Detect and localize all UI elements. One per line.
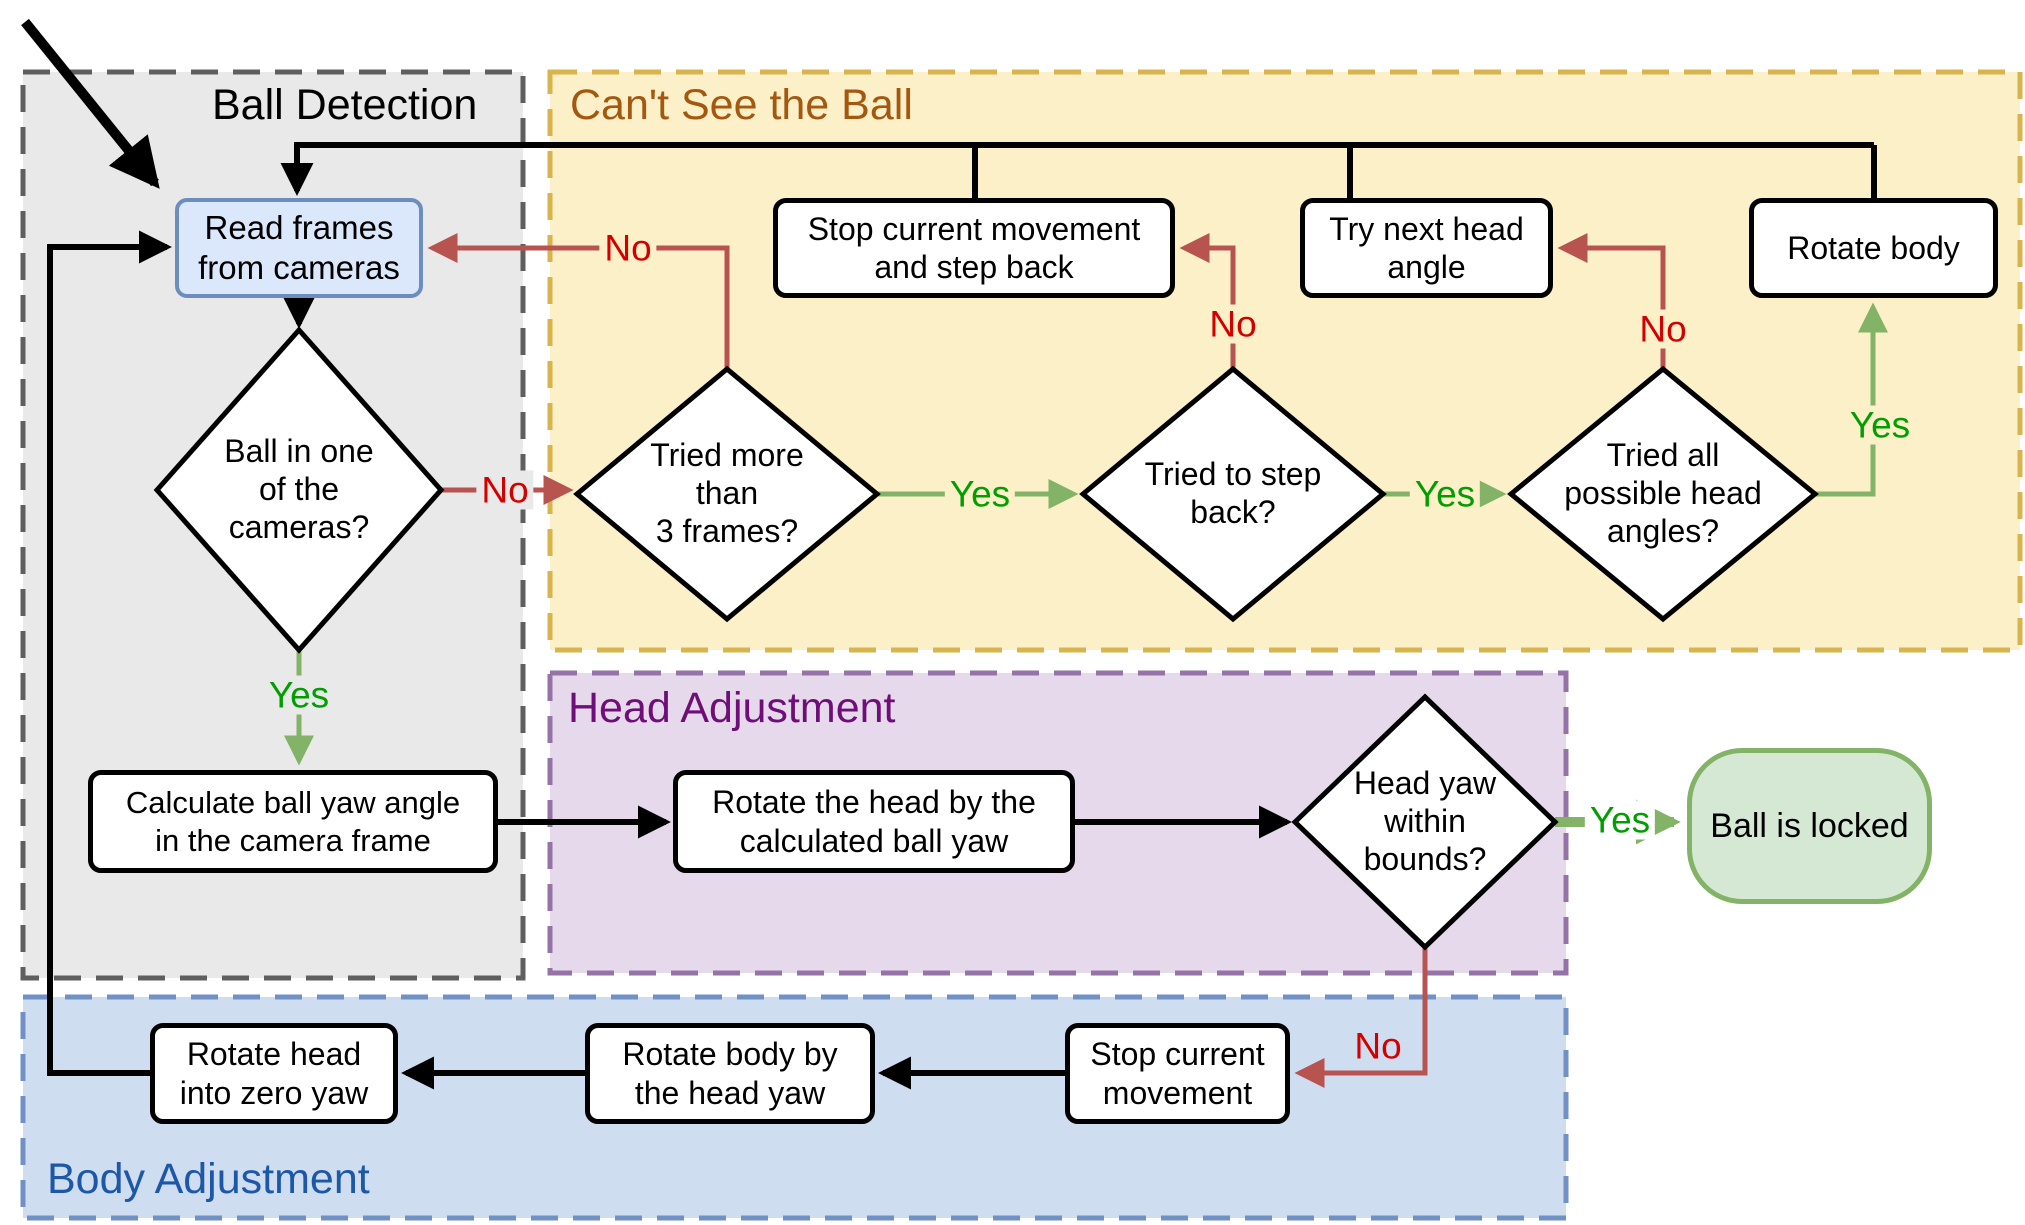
diamond-text-ball-in-one-cameras: Ball in one of the cameras?	[224, 433, 374, 545]
diamond-tried-step-back	[1079, 365, 1387, 623]
edge-label-yes-ballcheck: Yes	[263, 675, 335, 715]
region-title-body-adjustment: Body Adjustment	[47, 1155, 370, 1203]
node-stop-movement-step-back: Stop current movement and step back	[773, 198, 1175, 298]
node-read-frames: Read frames from cameras	[175, 198, 423, 298]
diamond-tried-all-head-angles	[1507, 365, 1819, 623]
diamond-text-tried-step-back: Tried to step back?	[1144, 456, 1322, 530]
edge-label-yes-headyaw: Yes	[1584, 800, 1656, 840]
region-title-ball-detection: Ball Detection	[212, 81, 478, 129]
diamond-head-yaw-within-bounds	[1291, 693, 1559, 951]
edge-label-no-triedstepback: No	[1204, 304, 1262, 344]
node-rotate-body-by-head-yaw: Rotate body by the head yaw	[585, 1023, 875, 1124]
edge-no-triedframes	[427, 233, 730, 369]
node-try-next-head-angle: Try next head angle	[1300, 198, 1553, 298]
edge-feedback-to-readframes	[280, 142, 1874, 196]
diamond-text-head-yaw-within-bounds: Head yaw within bounds?	[1353, 765, 1497, 877]
edge-yes-triedangles	[1815, 302, 1888, 497]
edge-rotateheadzero-to-readframes	[47, 230, 172, 1076]
node-rotate-body: Rotate body	[1749, 198, 1998, 298]
edge-start-entry	[21, 18, 160, 189]
edge-label-no-triedframes: No	[599, 228, 657, 268]
region-title-head-adjustment: Head Adjustment	[568, 684, 896, 732]
edge-label-yes-triedframes: Yes	[944, 474, 1016, 514]
edge-label-no-ballcheck: No	[476, 470, 534, 510]
diamond-text-tried-all-head-angles: Tried all possible head angles?	[1564, 437, 1762, 549]
diamond-text-tried-more-3-frames: Tried more than 3 frames?	[650, 437, 804, 549]
edge-no-headyaw	[1294, 947, 1428, 1088]
node-stop-current-movement: Stop current movement	[1065, 1023, 1290, 1124]
node-rotate-head-zero-yaw: Rotate head into zero yaw	[150, 1023, 398, 1124]
edge-label-yes-triedangles: Yes	[1844, 405, 1916, 445]
region-title-cant-see-ball: Can't See the Ball	[570, 81, 913, 129]
edge-label-no-headyaw: No	[1349, 1026, 1407, 1066]
edge-label-yes-triedstepback: Yes	[1409, 474, 1481, 514]
node-ball-is-locked: Ball is locked	[1687, 748, 1932, 904]
edge-label-no-triedangles: No	[1634, 309, 1692, 349]
node-rotate-head-by-yaw: Rotate the head by the calculated ball y…	[673, 770, 1075, 873]
node-calculate-ball-yaw: Calculate ball yaw angle in the camera f…	[88, 770, 498, 873]
diamond-ball-in-one-cameras	[153, 326, 445, 654]
diamond-tried-more-3-frames	[573, 365, 881, 623]
